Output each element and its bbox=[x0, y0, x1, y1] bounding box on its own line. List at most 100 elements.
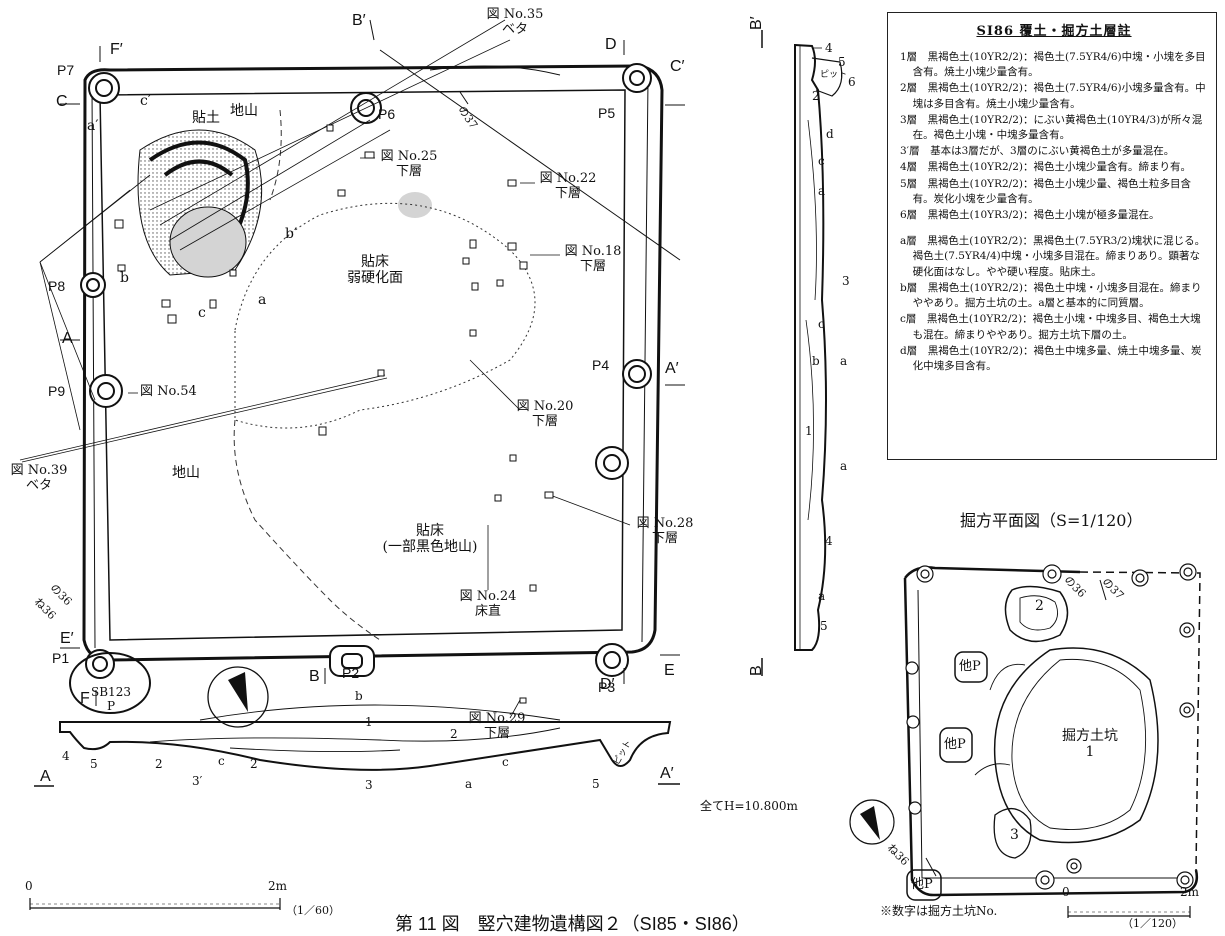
section-bb-label-bottom: B bbox=[748, 665, 765, 676]
section-aa-drawing bbox=[34, 704, 680, 787]
pit-label-p2: P2 bbox=[342, 665, 360, 681]
bb-layer: b bbox=[812, 354, 820, 368]
scale60-ratio: （1／60） bbox=[286, 904, 340, 917]
no35-line1: 図 No.35 bbox=[486, 7, 544, 22]
aa-layer: a bbox=[465, 777, 473, 791]
bb-layer: 4 bbox=[825, 41, 833, 55]
pit1-name: 掘方土坑 bbox=[1062, 728, 1118, 744]
pit-label-p3: P3 bbox=[598, 679, 616, 695]
aa-layer: c bbox=[218, 754, 225, 768]
scale-bar-120 bbox=[1067, 906, 1191, 918]
aa-layer: c bbox=[502, 755, 509, 769]
letter-a-prime: a′ bbox=[87, 118, 99, 134]
section-mark-f: F bbox=[80, 690, 90, 707]
bb-layer: 4 bbox=[825, 534, 833, 548]
other-pit-2: 他P bbox=[944, 737, 966, 752]
legend-sublayer: d層 黒褐色土(10YR2/2)：褐色土中塊多量、焼土中塊多量、炭化中塊多目含有… bbox=[900, 344, 1202, 372]
section-mark-b-prime: B′ bbox=[352, 12, 366, 29]
artifact-fragments bbox=[114, 124, 554, 704]
legend-layer: 5層 黒褐色土(10YR2/2)：褐色土小塊少量、褐色土粒多目含有。炭化小塊を少… bbox=[900, 177, 1191, 205]
bb-layer: 5 bbox=[838, 55, 846, 69]
pit-label-p8: P8 bbox=[48, 278, 66, 294]
section-mark-f-prime: F′ bbox=[110, 41, 123, 58]
other-pit-3: 他P bbox=[911, 877, 933, 892]
section-mark-e-prime: E′ bbox=[60, 630, 74, 647]
no29-line2: 下層 bbox=[483, 725, 510, 741]
main-plan-pits bbox=[69, 63, 652, 714]
section-mark-a: A bbox=[62, 330, 73, 347]
pit-p3 bbox=[595, 643, 629, 677]
no28-line2: 下層 bbox=[651, 530, 678, 546]
artifact-label-no22: 図 No.22 下層 bbox=[533, 171, 603, 202]
legend-layer: 2層 黒褐色土(10YR2/2)：褐色土(7.5YR4/6)小塊多量含有。中塊は… bbox=[900, 82, 1206, 110]
figure-caption: 第 11 図 竪穴建物遺構図２（SI85・SI86） bbox=[395, 914, 750, 934]
legend-layer: 3′層 基本は3層だが、3層のにぶい黄褐色土が多量混在。 bbox=[900, 145, 1175, 158]
no22-line2: 下層 bbox=[554, 185, 581, 201]
bb-layer: 2 bbox=[812, 89, 820, 103]
haritsuchi-area bbox=[137, 129, 432, 278]
no20-line2: 下層 bbox=[531, 413, 558, 429]
bb-layer: a bbox=[818, 589, 826, 603]
bb-layer: 3 bbox=[842, 274, 850, 288]
letter-c-prime: c′ bbox=[140, 93, 152, 109]
aa-layer: 3 bbox=[365, 778, 373, 792]
pit-label-p7: P7 bbox=[57, 62, 75, 78]
soil-layer-legend: SI86 覆土・掘方土層註 1層 黒褐色土(10YR2/2)：褐色土(7.5YR… bbox=[887, 12, 1217, 460]
no24-line1: 図 No.24 bbox=[459, 589, 517, 604]
artifact-label-no20: 図 No.20 下層 bbox=[510, 399, 580, 430]
artifact-label-no39: 図 No.39 ベタ bbox=[4, 463, 74, 494]
no18-line1: 図 No.18 bbox=[564, 244, 622, 259]
legend-sublayer: a層 黒褐色土(10YR2/2)：黒褐色土(7.5YR3/2)塊状に混じる。褐色… bbox=[900, 235, 1206, 278]
section-bb-label-top: B′ bbox=[748, 16, 765, 30]
floor-line2: 弱硬化面 bbox=[347, 270, 403, 287]
section-mark-b: B bbox=[309, 668, 320, 685]
pit-label-p1: P1 bbox=[52, 650, 70, 666]
aa-layer: 5 bbox=[90, 757, 98, 771]
section-mark-e: E bbox=[664, 662, 675, 679]
no22-line1: 図 No.22 bbox=[539, 171, 597, 186]
floor-line1: 貼床 bbox=[361, 254, 389, 270]
section-mark-d-prime: D′ bbox=[600, 676, 615, 693]
bb-layer: a bbox=[818, 184, 826, 198]
bb-layer: 5 bbox=[820, 619, 828, 633]
legend-layer: 3層 黒褐色土(10YR2/2)：にぶい黄褐色土(10YR4/3)が所々混在。褐… bbox=[900, 113, 1203, 141]
excavation-north-arrow bbox=[849, 799, 895, 845]
section-mark-d: D bbox=[605, 36, 617, 53]
other-pit-1: 他P bbox=[959, 659, 981, 674]
artifact-label-no54: 図 No.54 bbox=[140, 384, 197, 399]
no35-line2: ベタ bbox=[501, 21, 528, 37]
no39-line2: ベタ bbox=[25, 477, 52, 493]
sb123-p: P bbox=[106, 698, 116, 713]
scale-bar-60 bbox=[29, 898, 281, 910]
aa-layer: 5 bbox=[592, 777, 600, 791]
bb-layer: a bbox=[840, 459, 848, 473]
no24-line2: 床直 bbox=[474, 603, 501, 619]
aa-layer: 3′ bbox=[192, 774, 203, 788]
aa-layer: 2 bbox=[450, 727, 458, 741]
bb-layer: c bbox=[818, 154, 825, 168]
sb123-name: SB123 bbox=[91, 685, 131, 699]
excavation-plan-drawing bbox=[903, 563, 1201, 901]
no18-line2: 下層 bbox=[579, 258, 606, 274]
bb-layer: 6 bbox=[848, 75, 856, 89]
pit-label-p5: P5 bbox=[598, 105, 616, 121]
section-mark-c: C bbox=[56, 93, 68, 110]
legend-layer: 1層 黒褐色土(10YR2/2)：褐色土(7.5YR4/6)中塊・小塊を多目含有… bbox=[900, 50, 1206, 79]
section-bb-drawing bbox=[761, 30, 843, 676]
area-label-jiyama-left: 地山 bbox=[172, 465, 200, 481]
aa-layer: 1 bbox=[365, 715, 373, 729]
area-label-haritsuchi: 貼土 bbox=[192, 110, 220, 126]
aa-layer: b bbox=[355, 689, 363, 703]
letter-b-prime: b′ bbox=[285, 226, 298, 242]
bb-layer: 1 bbox=[805, 424, 813, 438]
legend-layer: 6層 黒褐色土(10YR3/2)：褐色土小塊が極多量混在。 bbox=[900, 209, 1160, 222]
scale120-zero: 0 bbox=[1062, 885, 1070, 899]
bb-layer: a bbox=[840, 354, 848, 368]
section-lines bbox=[60, 19, 685, 706]
no39-line1: 図 No.39 bbox=[10, 463, 68, 478]
aa-layer: 4 bbox=[62, 749, 70, 763]
main-north-arrow bbox=[207, 666, 269, 728]
excavation-note: ※数字は掘方土坑No. bbox=[880, 904, 998, 918]
letter-a: a bbox=[258, 292, 267, 308]
